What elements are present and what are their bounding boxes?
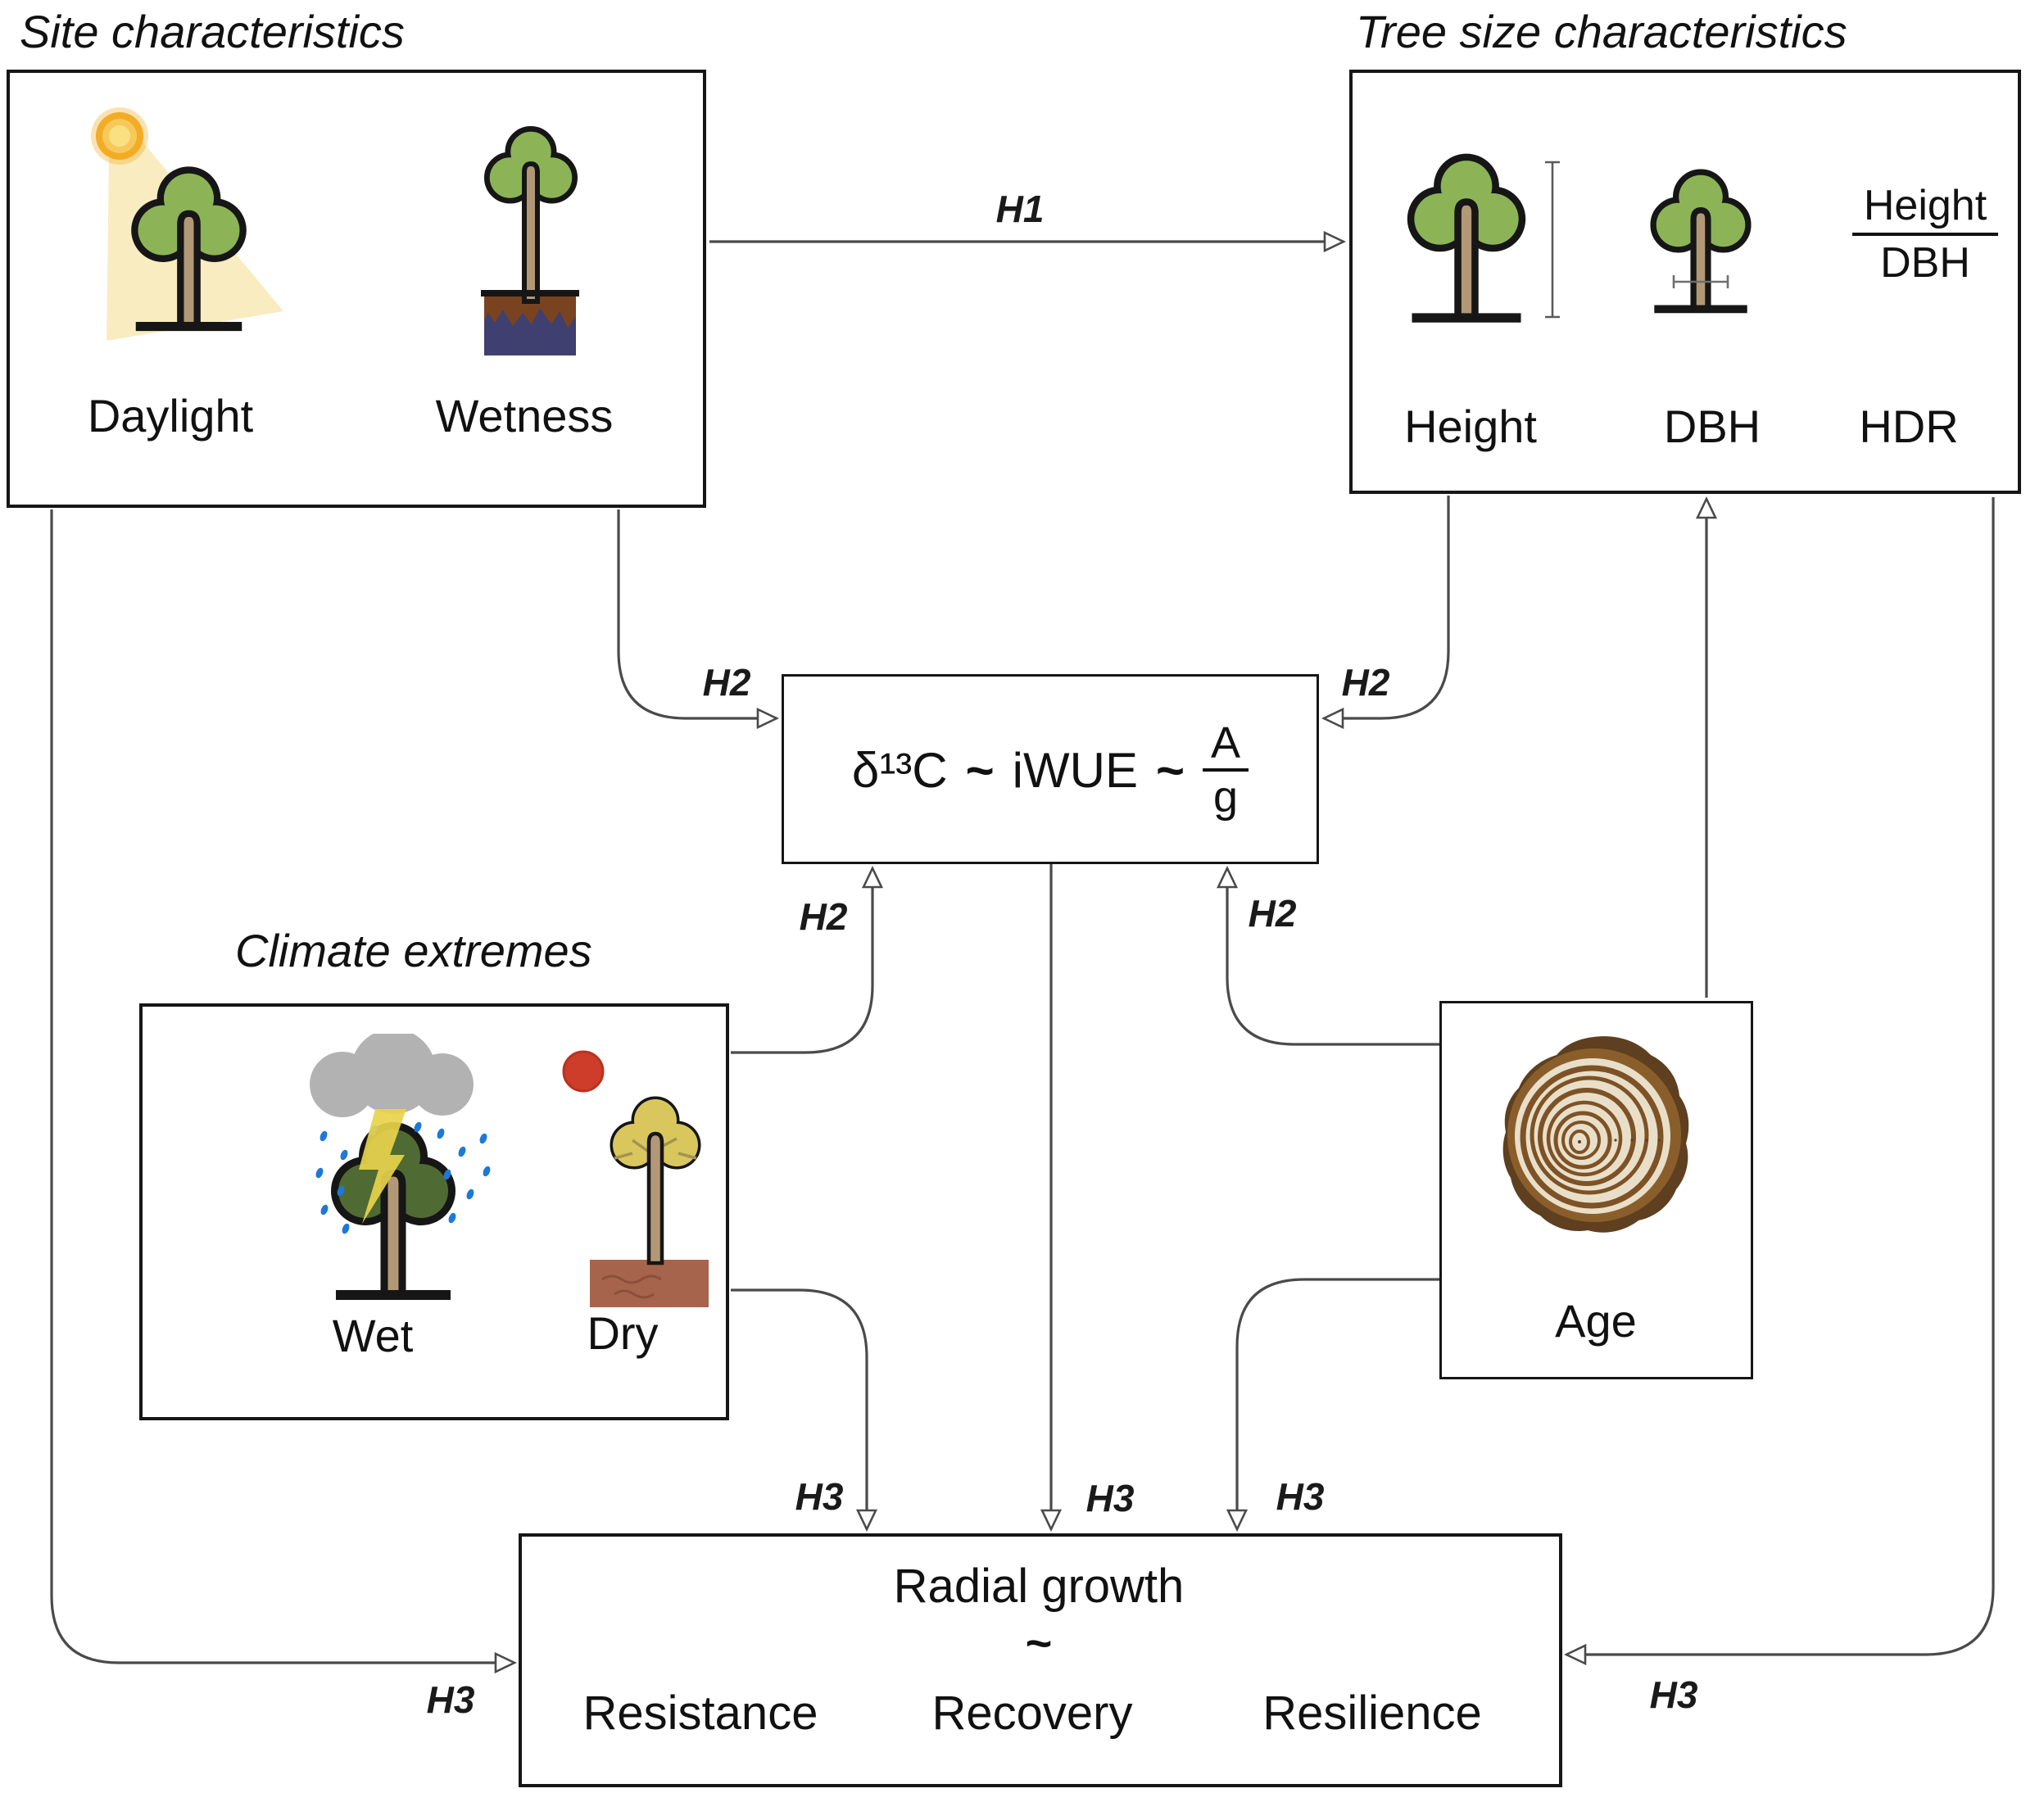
dry-soil-shape bbox=[590, 1260, 709, 1307]
radial-growth-box bbox=[519, 1533, 1562, 1787]
h3-label-climate: H3 bbox=[795, 1475, 844, 1518]
arrow-h3-site-to-radial bbox=[50, 509, 518, 1674]
soil-cracks bbox=[601, 1275, 662, 1299]
tilde-2: ~ bbox=[1155, 742, 1185, 798]
ratio-numerator: Height bbox=[1851, 182, 1999, 237]
lightning-icon bbox=[359, 1109, 406, 1224]
arrow-h3-treesize-to-radial bbox=[1563, 497, 1995, 1666]
h3-label-site: H3 bbox=[426, 1678, 475, 1721]
tree-trunk bbox=[380, 1169, 406, 1298]
h2-label-treesize: H2 bbox=[1341, 661, 1390, 704]
tree-icon bbox=[131, 166, 247, 332]
radial-growth-tilde: ~ bbox=[1025, 1617, 1053, 1668]
tree-size-title: Tree size characteristics bbox=[1356, 6, 1847, 57]
isotope-formula-box bbox=[782, 674, 1319, 864]
h1-label: H1 bbox=[995, 188, 1045, 230]
arrow-h2-treesize-to-isotope bbox=[1321, 496, 1450, 730]
age-label: Age bbox=[1555, 1295, 1637, 1347]
height-measure-line bbox=[1545, 161, 1560, 319]
tree-crown bbox=[1656, 174, 1746, 247]
tree-trunk bbox=[177, 210, 201, 329]
tilde-1: ~ bbox=[965, 742, 995, 798]
tree-trunk bbox=[646, 1131, 664, 1266]
wet-extreme-icon bbox=[310, 1034, 491, 1300]
h3-label-isotope: H3 bbox=[1085, 1477, 1135, 1519]
tree-icon bbox=[484, 126, 578, 204]
hdr-label: HDR bbox=[1859, 401, 1959, 452]
tree-icon bbox=[1407, 153, 1526, 323]
tree-rings-icon bbox=[1502, 1036, 1689, 1233]
h2-label-age: H2 bbox=[1248, 892, 1297, 935]
wet-label: Wet bbox=[332, 1310, 414, 1361]
arrow-h3-climate-to-radial bbox=[731, 1288, 878, 1533]
isotope-formula: δ¹³C ~ iWUE ~ A g bbox=[786, 684, 1314, 856]
ratio-denominator: g bbox=[1213, 772, 1239, 822]
recovery-label: Recovery bbox=[931, 1687, 1133, 1740]
tree-crown bbox=[138, 173, 240, 256]
ratio-numerator: A bbox=[1203, 718, 1249, 772]
tree-trunk bbox=[1454, 198, 1479, 321]
soil-shape bbox=[484, 295, 576, 328]
height-label: Height bbox=[1404, 401, 1537, 452]
height-measure-icon bbox=[1407, 153, 1560, 323]
h3-label-age: H3 bbox=[1276, 1475, 1325, 1518]
bare-branches bbox=[614, 1137, 697, 1160]
resistance-label: Resistance bbox=[582, 1687, 818, 1740]
arrow-h2-age-to-isotope bbox=[1216, 865, 1442, 1046]
ring-dots bbox=[1578, 1139, 1661, 1143]
tree-trunk bbox=[1690, 207, 1711, 312]
dbh-label: DBH bbox=[1663, 401, 1761, 452]
a-over-g-ratio: A g bbox=[1203, 718, 1249, 822]
radial-growth-title: Radial growth bbox=[893, 1560, 1185, 1613]
site-title: Site characteristics bbox=[20, 6, 405, 57]
growth-rings bbox=[1520, 1065, 1664, 1209]
wetness-label: Wetness bbox=[435, 390, 614, 441]
dbh-caliper-icon bbox=[1650, 169, 1752, 314]
iwue-term: iWUE bbox=[1012, 742, 1138, 798]
h2-label-site: H2 bbox=[702, 661, 751, 704]
arrow-h2-site-to-isotope bbox=[617, 509, 780, 730]
resilience-label: Resilience bbox=[1262, 1687, 1482, 1740]
dry-tree-icon bbox=[610, 1096, 701, 1266]
arrow-h3-age-to-radial bbox=[1226, 1278, 1442, 1533]
height-dbh-ratio: Height DBH bbox=[1823, 182, 2028, 287]
hot-sun-icon bbox=[562, 1050, 605, 1093]
tree-crown bbox=[1414, 161, 1519, 245]
ratio-denominator: DBH bbox=[1880, 239, 1970, 288]
ground-line bbox=[481, 290, 579, 297]
dbh-caliper-line bbox=[1672, 275, 1729, 288]
tree-icon bbox=[1650, 169, 1752, 314]
tree-crown bbox=[489, 131, 573, 198]
wetness-icon bbox=[481, 126, 579, 355]
arrow-h2-climate-to-isotope bbox=[731, 865, 884, 1054]
daylight-icon bbox=[91, 107, 283, 341]
tree-trunk bbox=[522, 161, 540, 304]
h2-label-climate: H2 bbox=[799, 895, 848, 938]
daylight-label: Daylight bbox=[87, 390, 254, 441]
delta13c-term: δ¹³C bbox=[851, 742, 948, 798]
dry-extreme-icon bbox=[562, 1050, 709, 1307]
sun-core bbox=[109, 125, 130, 147]
dry-label: Dry bbox=[587, 1307, 659, 1359]
storm-cloud-icon bbox=[310, 1034, 474, 1117]
tree-icon bbox=[331, 1122, 455, 1300]
h3-label-treesize: H3 bbox=[1649, 1673, 1698, 1716]
climate-title: Climate extremes bbox=[235, 925, 592, 976]
